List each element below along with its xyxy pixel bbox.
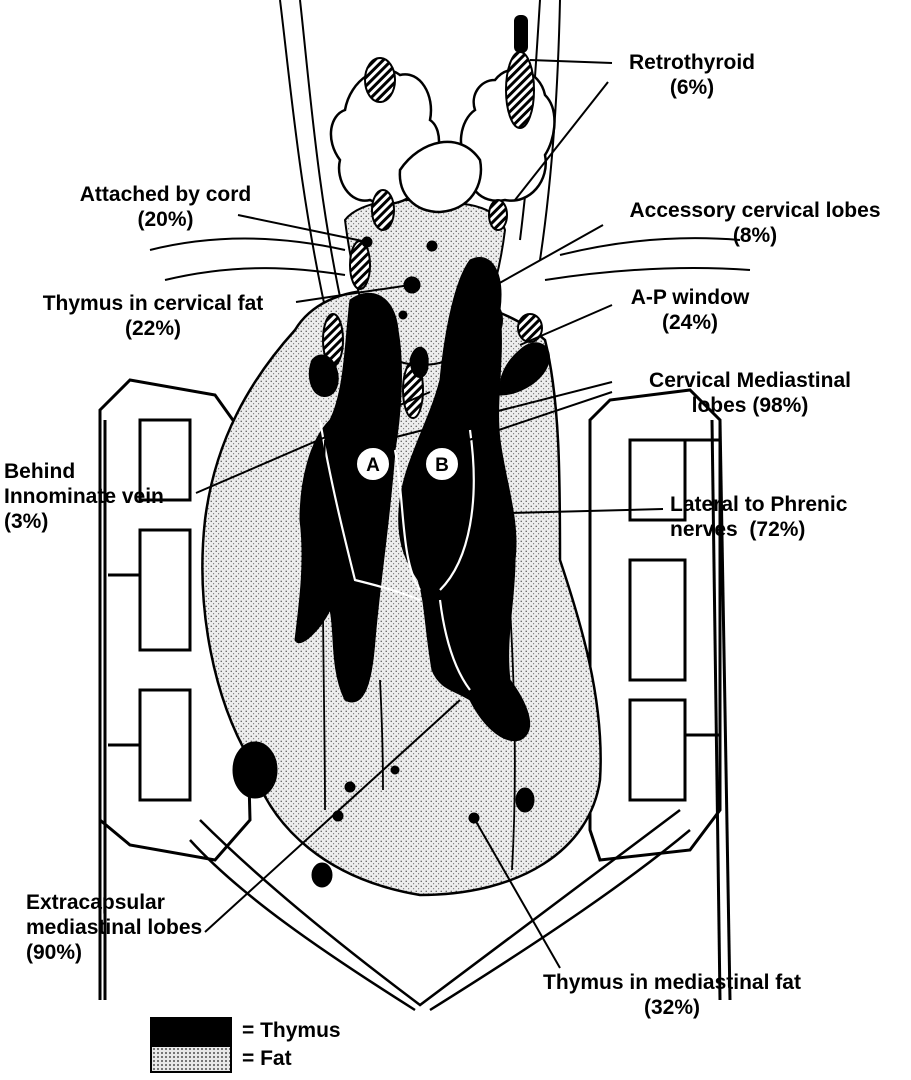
phrenic-nerves	[321, 439, 516, 871]
lobe-marker-a: A	[355, 446, 391, 482]
incision-outline	[189, 809, 691, 1012]
label-accessory-cervical-lobes: Accessory cervical lobes (8%)	[629, 199, 881, 247]
label-behind-innominate-vein: Behind Innominate vein (3%)	[4, 460, 164, 533]
legend-item-fat: = Fat	[150, 1045, 292, 1073]
retrothyroid-tip	[514, 15, 528, 53]
thymus-swatch	[150, 1017, 232, 1045]
thymus-gland	[232, 236, 550, 888]
hatched-lobes	[322, 51, 543, 419]
label-cervical-mediastinal-lobes: Cervical Mediastinal lobes (98%)	[649, 369, 851, 417]
legend-item-thymus: = Thymus	[150, 1017, 341, 1045]
label-ap-window: A-P window (24%)	[630, 286, 750, 334]
vessel-lines	[318, 419, 475, 691]
lobe-marker-b-text: B	[435, 455, 449, 476]
label-thymus-in-cervical-fat: Thymus in cervical fat (22%)	[42, 292, 264, 340]
label-lateral-to-phrenic-nerves: Lateral to Phrenic nerves (72%)	[670, 493, 848, 541]
label-retrothyroid: Retrothyroid (6%)	[629, 51, 755, 99]
label-extracapsular-mediastinal-lobes: Extracapsular mediastinal lobes (90%)	[26, 891, 203, 964]
lobe-marker-a-text: A	[366, 455, 380, 476]
fat-swatch	[150, 1045, 232, 1073]
label-thymus-in-mediastinal-fat: Thymus in mediastinal fat (32%)	[543, 971, 801, 1019]
retractor-right	[588, 388, 732, 1001]
label-attached-by-cord: Attached by cord (20%)	[79, 183, 252, 231]
lobe-marker-b: B	[424, 446, 460, 482]
leader-lines	[195, 59, 664, 969]
